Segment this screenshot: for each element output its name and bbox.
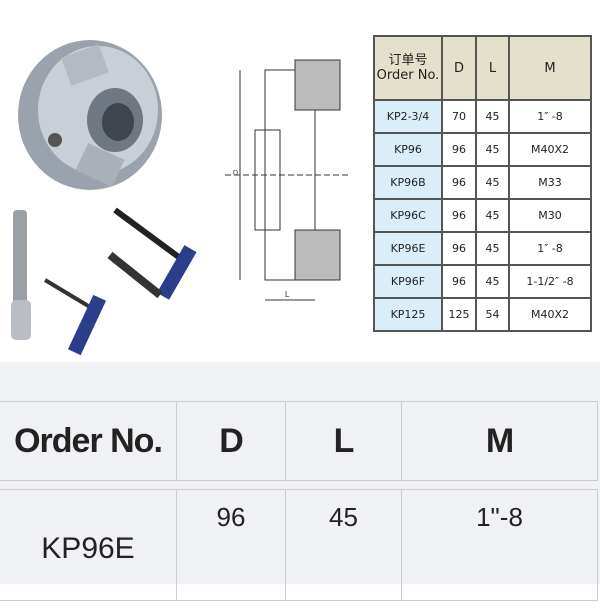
technical-drawing: D L	[225, 59, 350, 301]
cell-d: 96	[441, 198, 477, 233]
cell-d: 96	[441, 165, 477, 200]
selected-variant-table: Order No. D L M KP96E 96 45 1"-8	[0, 393, 598, 609]
cell-order: KP96C	[373, 198, 443, 233]
header-l: L	[475, 35, 510, 101]
cell-m: 1″ -8	[508, 99, 592, 134]
cell-order: KP96B	[373, 165, 443, 200]
dim-d-label: D	[233, 170, 238, 177]
cell-l: 45	[475, 264, 510, 299]
header-d: D	[177, 401, 286, 481]
cell-l: 45	[475, 198, 510, 233]
header-order-en: Order No.	[376, 68, 440, 83]
cell-m: M30	[508, 198, 592, 233]
selected-header-row: Order No. D L M	[0, 401, 598, 481]
t-wrench-image	[43, 207, 197, 356]
header-l: L	[286, 401, 402, 481]
header-d: D	[441, 35, 477, 101]
cell-d: 96	[441, 231, 477, 266]
cell-l: 45	[475, 231, 510, 266]
selected-band	[0, 362, 600, 584]
cell-order: KP96F	[373, 264, 443, 299]
cell-l: 54	[475, 297, 510, 332]
product-photo	[11, 40, 197, 356]
cell-m: M33	[508, 165, 592, 200]
cell-m: 1″ -8	[508, 231, 592, 266]
cell-order: KP96	[373, 132, 443, 167]
cell-d: 96	[441, 264, 477, 299]
chuck-image	[18, 40, 162, 190]
cell-d: 96	[441, 132, 477, 167]
header-order-cn: 订单号	[388, 53, 428, 68]
header-order: Order No.	[0, 401, 177, 481]
screw-image	[11, 210, 31, 340]
cell-d: 70	[441, 99, 477, 134]
cell-d: 125	[441, 297, 477, 332]
cell-m: M40X2	[508, 132, 592, 167]
cell-m: M40X2	[508, 297, 592, 332]
header-m: M	[508, 35, 592, 101]
cell-m: 1-1/2″ -8	[508, 264, 592, 299]
value-m: 1"-8	[402, 489, 598, 601]
cell-order: KP125	[373, 297, 443, 332]
cell-l: 45	[475, 132, 510, 167]
dim-l-label: L	[285, 290, 290, 299]
cell-order: KP2-3/4	[373, 99, 443, 134]
cell-l: 45	[475, 165, 510, 200]
cell-l: 45	[475, 99, 510, 134]
value-order: KP96E	[0, 489, 177, 601]
selected-value-row: KP96E 96 45 1"-8	[0, 489, 598, 601]
value-l: 45	[286, 489, 402, 601]
header-m: M	[402, 401, 598, 481]
cell-order: KP96E	[373, 231, 443, 266]
value-d: 96	[177, 489, 286, 601]
